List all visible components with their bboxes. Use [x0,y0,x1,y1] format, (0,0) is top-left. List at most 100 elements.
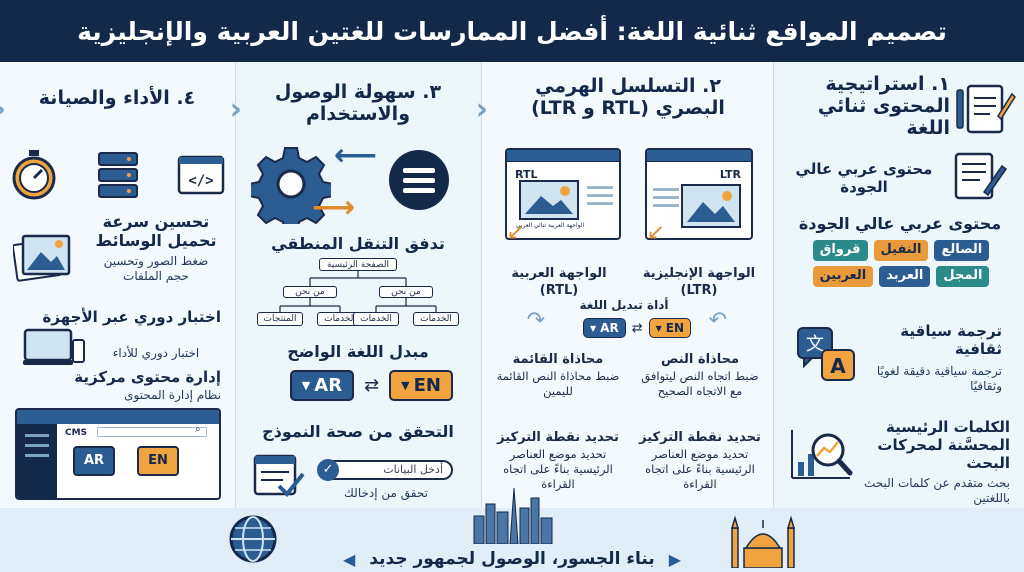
en-button-label: EN [413,375,441,396]
column-visual-hierarchy: ‹ ٢. التسلسل الهرمي البصري (RTL و LTR) L… [476,62,774,508]
chip-word: العربد [879,265,931,287]
seo-keywords-title: الكلمات الرئيسية المحسَّنة لمحركات البحث [877,418,1010,472]
code-window-icon: </> [177,155,225,195]
chevron-left-icon: ‹ [229,92,242,127]
column-accessibility: ‹ ٣. سهولة الوصول والاستخدام ⟵ ⟶ تدفق ال… [230,62,482,508]
translate-icon: 文 A [796,326,858,386]
form-validation-title: التحقق من صحة النموذج [262,422,454,441]
chip-word: النفيل [873,240,929,261]
caret-down-icon: ▼ [301,379,311,392]
ltr-label: LTR [719,168,741,181]
gear-icon [251,144,331,224]
arrows-icon: ⇄ [631,320,643,336]
en-language-button[interactable]: EN▼ [648,318,691,338]
curve-arrow-left-icon: ↷ [526,308,545,333]
ltr-window-mockup: LTR [645,148,753,240]
cms-window-mockup: CMS ⌕ AR EN [15,408,221,500]
tree-node: من نحن [379,286,433,298]
arrow-left-icon: ⟵ [333,138,377,173]
input-placeholder: أدخل البيانات [383,463,443,476]
check-input-text: تحقق من إدخالك [344,486,428,500]
columns-container: ١. استراتيجية المحتوى ثنائي اللغة محتوى … [0,62,1024,508]
chevron-left-icon: ‹ [475,92,488,127]
chip-word: قرواق [812,240,868,261]
notepad-pen-icon [954,82,1016,138]
focus-point-title: تحديد نقطة التركيز [497,430,619,445]
mosque-icon [728,514,798,568]
quality-content-heading: محتوى عربي عالي الجودة [798,214,1002,233]
media-speed-text: ضغط الصور وتحسين حجم الملفات [103,254,209,284]
server-icon [95,151,141,199]
focus-point-title: تحديد نقطة التركيز [639,430,761,445]
ar-language-button[interactable]: AR▼ [583,318,626,338]
column-heading: ٤. الأداء والصيانة [38,87,196,109]
text-align-title: محاذاة النص [660,352,739,367]
ar-button-label: AR [600,321,619,335]
arabic-chips-group: الصالع النفيل قرواق المجل العربد العربين [796,240,1006,287]
stopwatch-icon [9,148,59,202]
en-language-button[interactable]: EN▼ [389,370,453,401]
chevron-left-icon: ◀ [342,549,356,569]
cms-en-bubble[interactable]: EN [137,446,179,476]
svg-text:</>: </> [188,173,213,189]
text-align-text: ضبط اتجاه النص ليتوافق مع الاتجاه الصحيح [641,369,759,398]
image-placeholder-icon [681,184,741,228]
cms-en-label: EN [148,453,168,468]
chip-word: الصالع [934,240,990,261]
menu-icon[interactable] [387,148,451,212]
chip-word: العربين [812,265,874,287]
check-icon: ✓ [317,459,339,481]
chevron-left-icon: ‹ [0,90,6,130]
page-title: تصميم المواقع ثنائية اللغة: أفضل الممارس… [0,0,1024,62]
magnifier-chart-icon [790,426,856,486]
curve-arrow-right-icon: ↶ [708,308,727,333]
tree-leaf: المنتجات [257,312,303,326]
translation-title: ترجمة سياقية ثقافية [900,322,1002,358]
cms-text: نظام إدارة المحتوى [124,388,221,402]
curved-arrow-icon: ↙ [506,220,525,245]
column-content-strategy: ١. استراتيجية المحتوى ثنائي اللغة محتوى … [774,62,1024,508]
translate-icon-letter: A [830,354,846,378]
column-performance: ‹ ٤. الأداء والصيانة </> [0,62,236,508]
arrow-right-icon: ⟶ [311,190,355,225]
column-heading: ١. استراتيجية المحتوى ثنائي اللغة [817,73,950,139]
footer-banner: ▶ بناء الجسور، الوصول لجمهور جديد ◀ [300,544,724,572]
column-heading: ٢. التسلسل الهرمي البصري (RTL و LTR) [531,75,725,119]
tree-node-root: الصفحة الرئيسية [319,258,397,271]
cms-ar-bubble[interactable]: AR [73,446,115,476]
tree-node: من نحن [283,286,337,298]
devices-icon [23,328,85,368]
caret-down-icon: ▼ [590,323,597,333]
media-speed-title: تحسين سرعة تحميل الوسائط [95,212,217,251]
chip-word: المجل [936,265,990,287]
caret-down-icon: ▼ [401,379,410,392]
quality-content-title: محتوى عربي عالي الجودة [795,160,933,196]
device-testing-text: اختبار دوري للأداء [112,346,200,360]
rtl-mock-text: الواجهة العربية ثنائي العربي [515,222,585,229]
chevron-right-icon: ▶ [668,549,682,569]
cms-label: CMS [65,428,88,438]
globe-icon [228,514,278,564]
list-align-text: ضبط محاذاة النص القائمة لليمين [496,369,620,398]
data-input-field[interactable]: أدخل البيانات ✓ [317,459,453,481]
tree-leaf: الخدمات [353,312,399,326]
rtl-window-mockup: RTL الواجهة العربية ثنائي العربي [505,148,621,240]
search-bar[interactable] [97,427,207,437]
ar-language-button[interactable]: AR▼ [289,370,355,401]
caret-down-icon: ▼ [655,323,662,333]
form-check-icon [253,454,305,500]
footer-slogan: بناء الجسور، الوصول لجمهور جديد [369,549,655,569]
logical-navigation-title: تدفق التنقل المنطقي [271,234,445,253]
curved-arrow-icon: ↙ [646,220,665,245]
rtl-label: RTL [515,168,538,181]
site-tree-diagram: الصفحة الرئيسية من نحن من نحن المنتجات ا… [247,256,469,332]
image-placeholder-icon [519,180,579,220]
list-align-title: محاذاة القائمة [512,352,604,367]
cms-ar-label: AR [83,453,105,468]
seo-keywords-text: بحث متقدم عن كلمات البحث باللغتين [864,476,1010,505]
footer: ▶ بناء الجسور، الوصول لجمهور جديد ◀ [0,487,1024,572]
column-heading: ٣. سهولة الوصول والاستخدام [274,81,442,125]
device-testing-title: اختبار دوري عبر الأجهزة [42,308,221,326]
translate-icon-letter: 文 [806,334,824,355]
search-icon: ⌕ [195,424,201,435]
